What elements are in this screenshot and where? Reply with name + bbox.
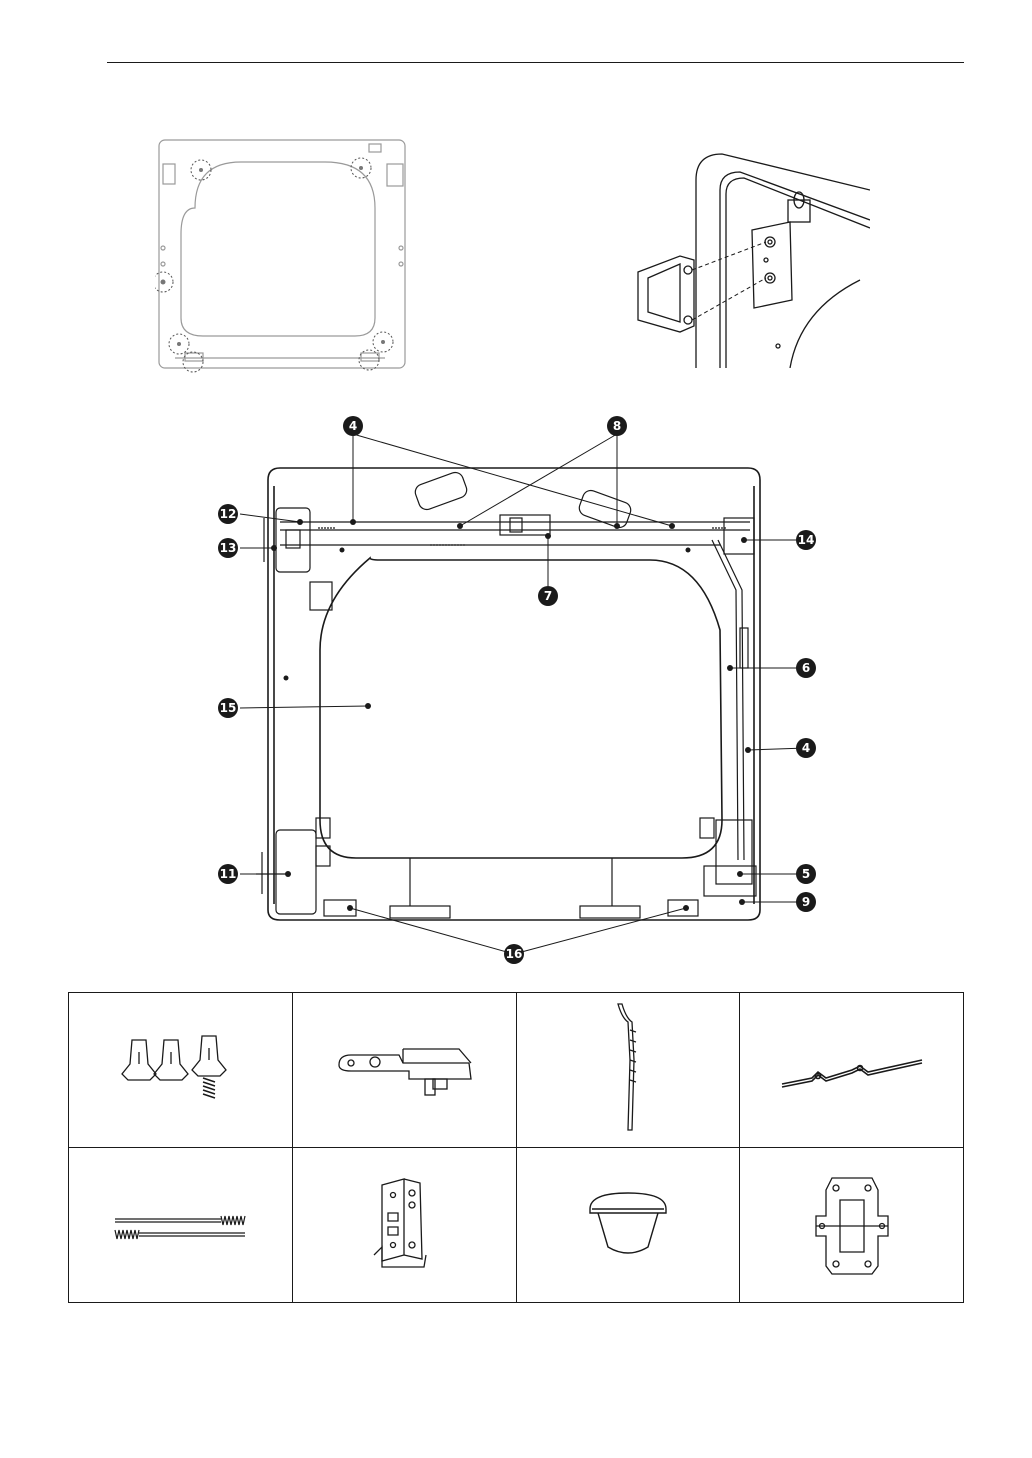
hinge-mounting-detail-figure (630, 150, 870, 368)
part-cell (292, 1148, 516, 1303)
part-cell (292, 993, 516, 1148)
table-row (69, 993, 964, 1148)
header-rule (107, 62, 964, 63)
screws-icon (110, 1030, 250, 1110)
part-cell (516, 1148, 740, 1303)
callout-16: 16 (504, 944, 524, 964)
part-cell (740, 993, 964, 1148)
callout-8: 8 (607, 416, 627, 436)
callout-9: 9 (796, 892, 816, 912)
part-cell (69, 993, 293, 1148)
rubber-foot-icon (578, 1185, 678, 1265)
table-row (69, 1148, 964, 1303)
callout-7: 7 (538, 586, 558, 606)
part-cell (69, 1148, 293, 1303)
latch-plate-icon (364, 1175, 444, 1275)
part-cell (740, 1148, 964, 1303)
callout-13: 13 (218, 538, 238, 558)
bracket-icon (329, 1035, 479, 1105)
callout-4-right: 4 (796, 738, 816, 758)
wire-rod-icon (772, 1040, 932, 1100)
springs-icon (105, 1205, 255, 1245)
callout-5: 5 (796, 864, 816, 884)
part-cell (516, 993, 740, 1148)
callout-6: 6 (796, 658, 816, 678)
callout-11: 11 (218, 864, 238, 884)
door-parts-diagram (0, 400, 1032, 980)
callout-14: 14 (796, 530, 816, 550)
door-back-overview-figure (155, 138, 415, 373)
callout-12: 12 (218, 504, 238, 524)
callout-4-top: 4 (343, 416, 363, 436)
parts-table (68, 992, 964, 1303)
hinge-icon (802, 1170, 902, 1280)
callout-15: 15 (218, 698, 238, 718)
lever-icon (598, 1000, 658, 1140)
